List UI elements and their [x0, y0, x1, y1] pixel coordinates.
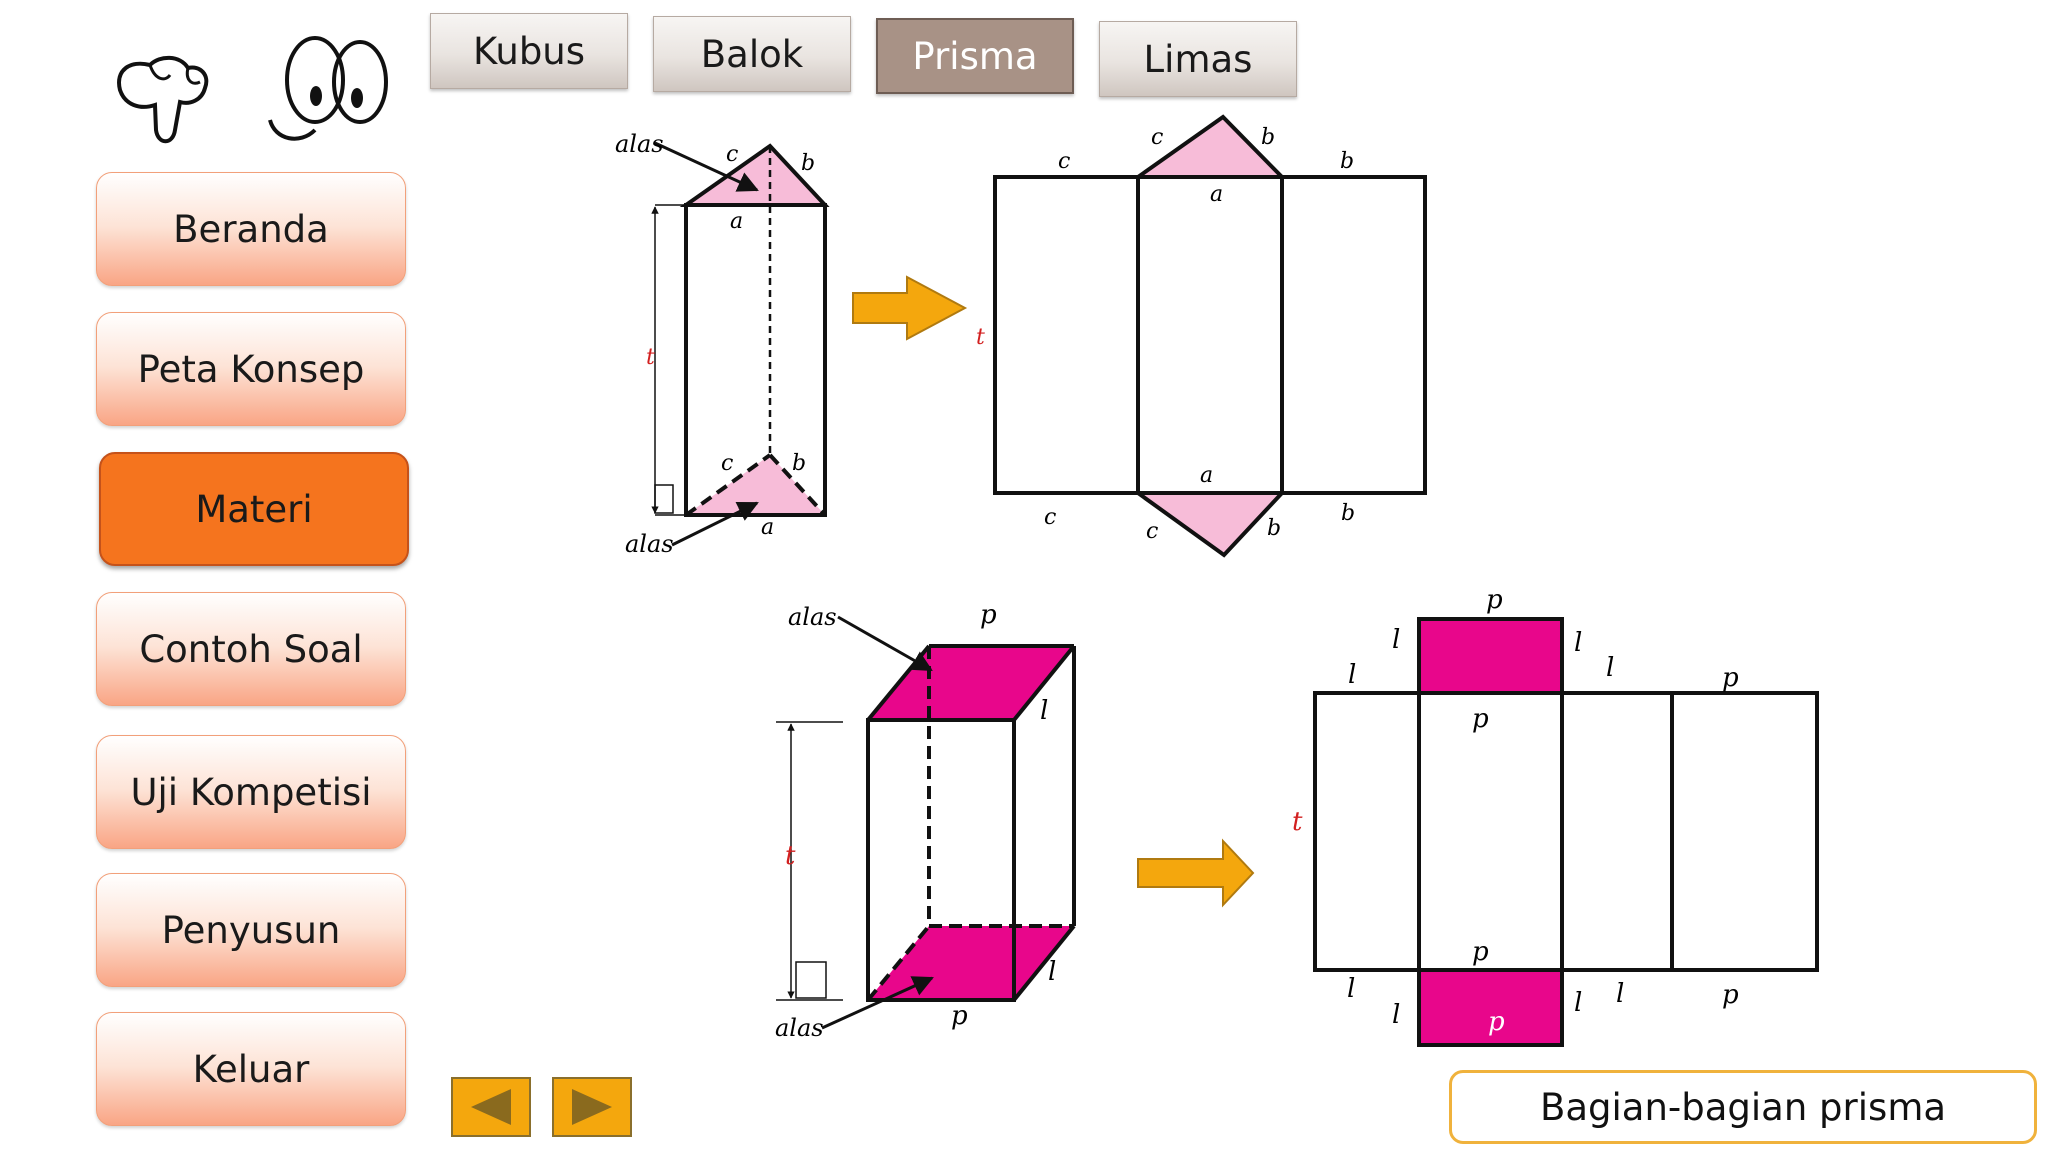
tab-kubus-label: Kubus — [472, 29, 586, 73]
prism-label-a-bottom: a — [761, 515, 774, 540]
box-label-p-top: p — [980, 600, 997, 630]
box-label-l-bottom: l — [1048, 957, 1056, 987]
net2-label-l-bottom-left: l — [1347, 974, 1355, 1004]
net2-label-p-inner-bottom: p — [1472, 937, 1489, 967]
net2-label-p-inner-top: p — [1472, 704, 1489, 734]
triangular-prism-figure: alas alas c b a c b a t — [615, 130, 830, 558]
tab-kubus[interactable]: Kubus — [430, 13, 628, 89]
tab-limas-label: Limas — [1143, 37, 1253, 81]
rectangular-prism-net: p l l l l p p p p l l l l p t — [1292, 585, 1819, 1047]
tab-balok[interactable]: Balok — [653, 16, 851, 92]
net2-label-p-bottom-right: p — [1722, 980, 1739, 1010]
pointing-hand-eyes-icon — [117, 36, 388, 144]
menu-contoh-soal-button[interactable]: Contoh Soal — [96, 592, 406, 706]
box-label-l-top: l — [1040, 696, 1048, 726]
net2-label-t: t — [1292, 807, 1303, 837]
caption-box: Bagian-bagian prisma — [1449, 1070, 2037, 1144]
net2-label-p-bottom: p — [1488, 1007, 1505, 1037]
net1-label-c-bottom: c — [1146, 519, 1158, 544]
net1-label-t: t — [976, 325, 985, 350]
menu-materi-label: Materi — [195, 487, 313, 531]
menu-materi-button[interactable]: Materi — [99, 452, 409, 566]
triangular-prism-net: c c b b a a c c b b t — [976, 114, 1427, 558]
menu-keluar-button[interactable]: Keluar — [96, 1012, 406, 1126]
triangle-right-icon — [572, 1089, 612, 1125]
net1-label-b-bottom: b — [1267, 516, 1281, 541]
arrow-right-icon — [852, 275, 968, 341]
next-button[interactable] — [552, 1077, 632, 1137]
menu-uji-kompetisi-button[interactable]: Uji Kompetisi — [96, 735, 406, 849]
prism-label-c-bottom: c — [721, 451, 733, 476]
menu-beranda-label: Beranda — [173, 207, 329, 251]
prism-label-a-top: a — [730, 209, 743, 234]
net1-label-a-top: a — [1210, 182, 1223, 207]
net2-label-l-left: l — [1348, 660, 1356, 690]
menu-contoh-soal-label: Contoh Soal — [139, 627, 363, 671]
arrow-right-icon — [1137, 838, 1255, 908]
tab-prisma-label: Prisma — [912, 34, 1038, 78]
net2-label-l-bottom-right: l — [1574, 988, 1582, 1018]
menu-peta-konsep-label: Peta Konsep — [137, 347, 365, 391]
prev-button[interactable] — [451, 1077, 531, 1137]
box-top-alas-label: alas — [788, 603, 837, 631]
net2-label-l-bottom-left-2: l — [1392, 1000, 1400, 1030]
menu-uji-kompetisi-label: Uji Kompetisi — [130, 770, 372, 814]
box-bottom-alas-label: alas — [775, 1014, 824, 1042]
menu-beranda-button[interactable]: Beranda — [96, 172, 406, 286]
triangle-left-icon — [471, 1089, 511, 1125]
prism-label-b-top: b — [801, 151, 815, 176]
menu-peta-konsep-button[interactable]: Peta Konsep — [96, 312, 406, 426]
prism-bottom-alas-label: alas — [625, 530, 674, 558]
net1-label-b-bottom-right: b — [1341, 501, 1355, 526]
menu-penyusun-label: Penyusun — [161, 908, 341, 952]
net2-label-p-top: p — [1486, 585, 1503, 615]
rectangular-prism-figure: alas alas p l p l t — [775, 600, 1076, 1042]
net2-label-p-right: p — [1722, 663, 1739, 693]
tab-prisma[interactable]: Prisma — [876, 18, 1074, 94]
net2-label-l-top-right: l — [1574, 628, 1582, 658]
prism-top-alas-label: alas — [615, 130, 664, 158]
prism-label-c-top: c — [726, 142, 738, 167]
net1-label-b-right: b — [1340, 149, 1354, 174]
net2-label-l-bottom-right-2: l — [1616, 979, 1624, 1009]
caption-text: Bagian-bagian prisma — [1539, 1085, 1947, 1129]
menu-keluar-label: Keluar — [192, 1047, 310, 1091]
prism-label-t: t — [646, 345, 655, 370]
tab-balok-label: Balok — [700, 32, 804, 76]
box-label-t: t — [785, 841, 796, 871]
net1-label-c-left: c — [1058, 149, 1070, 174]
net1-label-a-bottom: a — [1200, 463, 1213, 488]
box-label-p-bottom: p — [951, 1001, 968, 1031]
prism-label-b-bottom: b — [792, 451, 806, 476]
net1-label-c-bottom-left: c — [1044, 505, 1056, 530]
net2-label-l-right: l — [1606, 653, 1614, 683]
net1-label-c-top: c — [1151, 125, 1163, 150]
menu-penyusun-button[interactable]: Penyusun — [96, 873, 406, 987]
net2-label-l-top-left: l — [1392, 625, 1400, 655]
net1-label-b-top: b — [1261, 125, 1275, 150]
tab-limas[interactable]: Limas — [1099, 21, 1297, 97]
